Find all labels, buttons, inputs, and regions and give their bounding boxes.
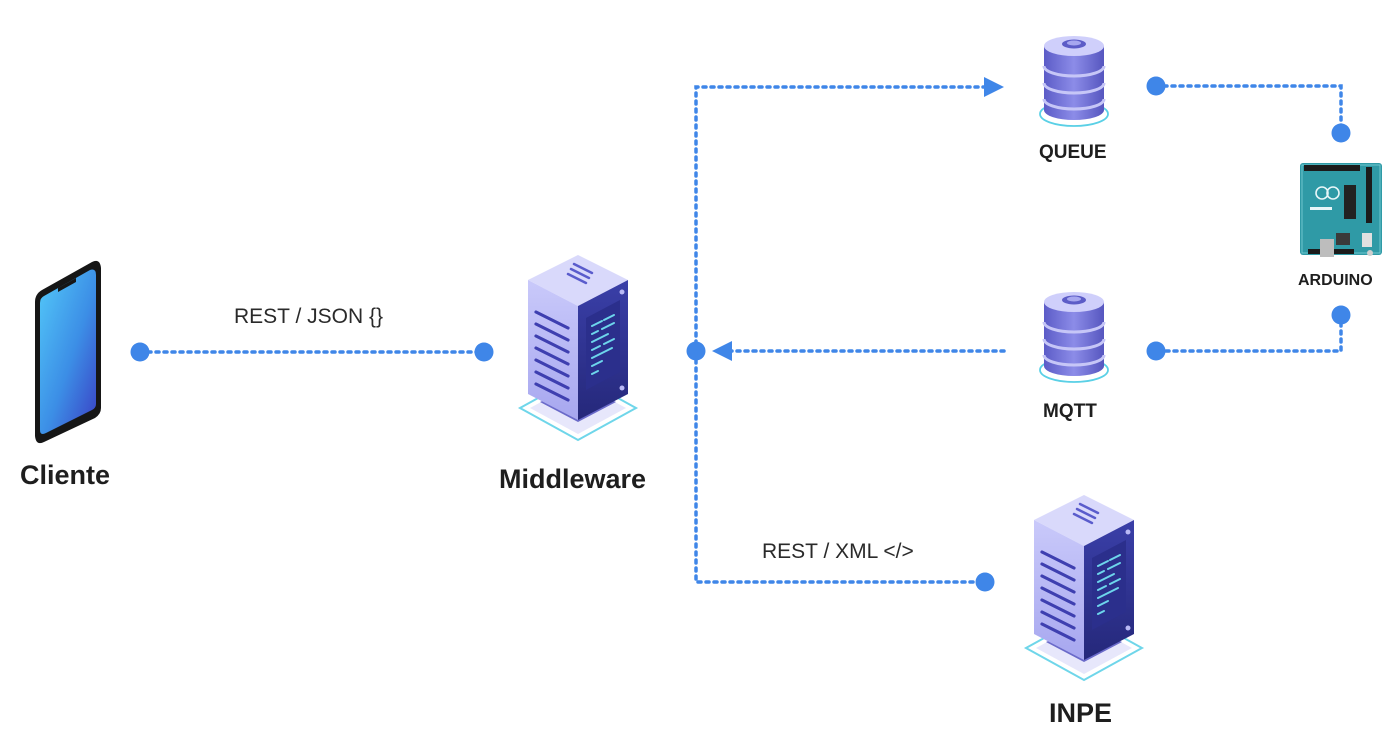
connector-line — [694, 85, 988, 354]
node-label-cliente: Cliente — [20, 460, 111, 490]
database-icon-mqtt — [1039, 292, 1109, 383]
edge-arduino-mqtt — [1146, 305, 1351, 361]
arrowhead-icon — [984, 77, 1004, 97]
edge-mqtt-middleware — [686, 341, 1006, 361]
connector-dot — [130, 342, 150, 362]
edge-cliente-middleware — [130, 342, 494, 362]
connector-dot — [1146, 341, 1166, 361]
edge-middleware-inpe — [694, 350, 995, 592]
connector-dot — [474, 342, 494, 362]
edge-label-rest-json: REST / JSON {} — [234, 305, 383, 328]
connector-line — [1154, 84, 1343, 135]
node-label-middleware: Middleware — [499, 464, 647, 494]
edge-queue-arduino — [1146, 76, 1351, 143]
connector-dot — [1331, 305, 1351, 325]
arduino-board-icon — [1300, 163, 1382, 257]
server-icon-middleware — [517, 255, 639, 442]
connector-dot — [1146, 76, 1166, 96]
connector-line — [694, 350, 987, 584]
edge-label-rest-xml: REST / XML </> — [762, 540, 914, 563]
arrowhead-icon — [712, 341, 732, 361]
database-icon-queue — [1039, 36, 1109, 127]
node-label-queue: QUEUE — [1039, 142, 1107, 163]
node-label-inpe: INPE — [1049, 698, 1113, 728]
node-label-mqtt: MQTT — [1043, 401, 1097, 422]
node-label-arduino: ARDUINO — [1298, 272, 1373, 289]
server-icon-inpe — [1023, 495, 1145, 682]
connector-line — [1154, 313, 1343, 353]
connector-dot — [1331, 123, 1351, 143]
edge-middleware-queue — [694, 77, 1004, 354]
smartphone-icon — [35, 260, 101, 444]
connector-dot — [975, 572, 995, 592]
